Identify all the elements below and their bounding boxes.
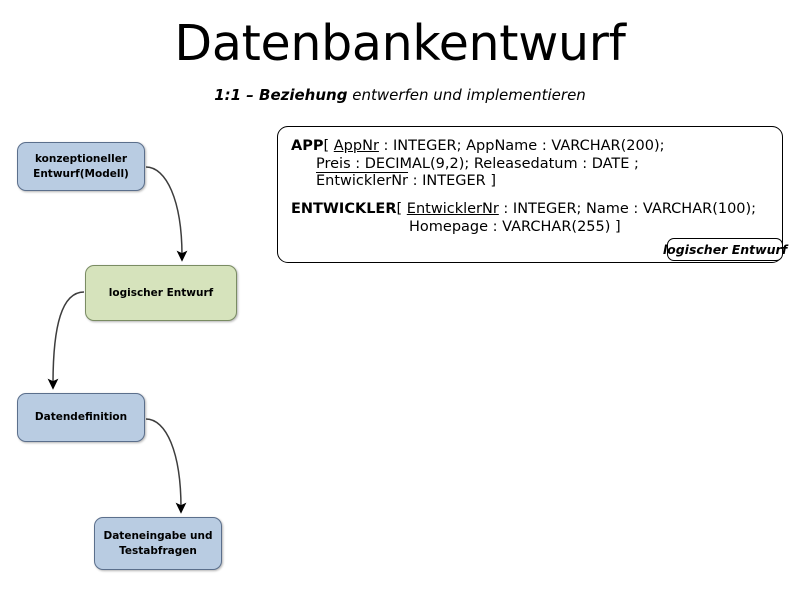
- schema-spacer: [291, 191, 781, 201]
- flow-box-dateneingabe-testabfragen[interactable]: Dateneingabe und Testabfragen: [94, 517, 222, 570]
- flow-box-label: Dateneingabe und Testabfragen: [104, 529, 213, 557]
- page-title: Datenbankentwurf: [174, 15, 626, 72]
- flow-box-logischer-entwurf[interactable]: logischer Entwurf: [85, 265, 237, 321]
- flow-box-label-line1: Dateneingabe und: [103, 530, 213, 543]
- schema-part: : INTEGER; AppName : VARCHAR(200);: [378, 138, 665, 154]
- schema-line-app-3: EntwicklerNr : INTEGER ]: [291, 173, 781, 191]
- logical-schema-text: APP[ AppNr : INTEGER; AppName : VARCHAR(…: [291, 138, 781, 236]
- flow-box-label: logischer Entwurf: [109, 286, 213, 300]
- schema-line-app-2: Preis : DECIMAL(9,2); Releasedatum : DAT…: [291, 156, 781, 174]
- schema-part: : INTEGER; Name : VARCHAR(100);: [498, 201, 757, 218]
- primary-key-appnr: AppNr: [333, 138, 379, 154]
- schema-part: Homepage : VARCHAR(255) ]: [409, 218, 621, 235]
- schema-line-entwickler-2: Homepage : VARCHAR(255) ]: [291, 219, 781, 237]
- flow-box-label-line1: Datendefinition: [34, 411, 128, 424]
- foreign-key-entwicklernr: EntwicklerNr: [316, 173, 409, 190]
- schema-part: : INTEGER ]: [408, 173, 496, 190]
- relation-name-app: APP: [291, 138, 324, 154]
- flow-box-label-line2: Testabfragen: [119, 544, 197, 557]
- arrow-logisch-to-datendefinition: [47, 291, 85, 390]
- flow-box-label-line1: logischer Entwurf: [108, 286, 214, 299]
- schema-part: [: [323, 138, 334, 154]
- flow-box-label: konzeptioneller Entwurf(Modell): [33, 152, 129, 180]
- flow-box-label-line1: konzeptioneller: [34, 153, 128, 166]
- flow-box-datendefinition[interactable]: Datendefinition: [17, 393, 145, 442]
- schema-line-entwickler-1: ENTWICKLER[ EntwicklerNr : INTEGER; Name…: [291, 201, 781, 219]
- page-subtitle: 1:1 – Beziehung entwerfen und implementi…: [0, 86, 800, 104]
- primary-key-entwicklernr: EntwicklerNr: [406, 201, 499, 218]
- subtitle-tail: entwerfen und implementieren: [352, 86, 586, 104]
- flow-box-konzeptioneller-entwurf[interactable]: konzeptioneller Entwurf(Modell): [17, 142, 145, 191]
- flow-box-label-line2: Entwurf(Modell): [33, 167, 129, 180]
- schema-stage-badge: logischer Entwurf: [663, 238, 787, 261]
- relation-name-entwickler: ENTWICKLER: [291, 201, 397, 218]
- schema-part: Preis : DECIMAL(9,2); Releasedatum : DAT…: [316, 155, 639, 172]
- schema-line-app-1: APP[ AppNr : INTEGER; AppName : VARCHAR(…: [291, 138, 781, 156]
- flow-box-label: Datendefinition: [35, 410, 127, 424]
- arrow-datendefinition-to-eingabe: [145, 418, 187, 514]
- arrow-konzept-to-logisch: [145, 166, 188, 262]
- schema-part: [: [396, 201, 407, 218]
- subtitle-relationship: 1:1 – Beziehung: [214, 86, 348, 104]
